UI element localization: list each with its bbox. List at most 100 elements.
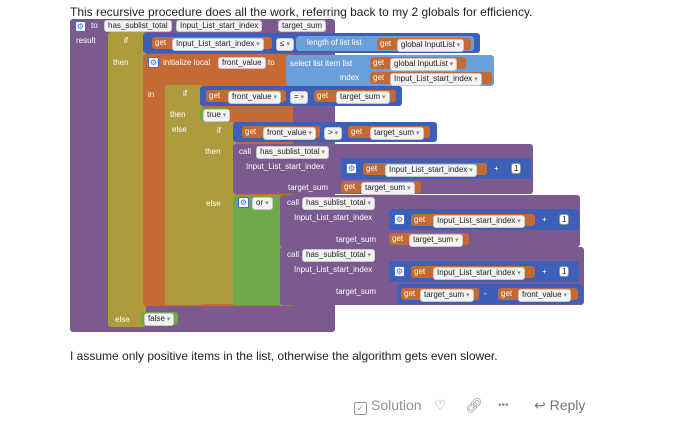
get-keyword: get [155, 38, 167, 47]
call-label: call [287, 198, 300, 207]
get-keyword: get [392, 234, 404, 243]
or-operator[interactable]: or [252, 197, 273, 210]
var-start-index[interactable]: Input_List_start_index [385, 164, 477, 177]
index-label: index [340, 73, 360, 82]
get-keyword: get [501, 289, 513, 298]
mutator-gear-icon: ⚙ [394, 266, 405, 277]
var-front-value[interactable]: front_value [263, 127, 317, 140]
initialize-local-label: initialize local [163, 58, 211, 67]
solution-label: Solution [371, 397, 422, 413]
gt-operator[interactable]: > [324, 127, 343, 140]
get-keyword: get [209, 91, 221, 100]
var-global-inputlist[interactable]: global InputList [390, 58, 458, 71]
get-keyword: get [404, 289, 416, 298]
mutator-gear-icon: ⚙ [238, 197, 249, 208]
mutator-gear-icon: ⚙ [75, 21, 86, 32]
else-label: else [172, 125, 187, 134]
mutator-gear-icon: ⚙ [346, 163, 357, 174]
plus-operator: + [494, 164, 499, 173]
select-list-item-label: select list item list [290, 59, 353, 68]
call-proc-name[interactable]: has_sublist_total [256, 146, 330, 159]
var-start-index[interactable]: Input_List_start_index [433, 215, 525, 228]
var-start-index[interactable]: Input_List_start_index [172, 38, 264, 51]
call-proc-name[interactable]: has_sublist_total [302, 197, 376, 210]
arg-start-index-label: Input_List_start_index [294, 213, 373, 222]
param-target-sum[interactable]: target_sum [278, 20, 327, 32]
get-keyword: get [373, 58, 385, 67]
get-keyword: get [344, 182, 356, 191]
number-one[interactable]: 1 [559, 214, 570, 225]
arg-start-index-label: Input_List_start_index [294, 265, 373, 274]
local-front-value-field[interactable]: front_value [218, 57, 266, 69]
var-target-sum[interactable]: target_sum [336, 91, 390, 104]
link-icon: 🔗︎ [465, 397, 483, 413]
get-keyword: get [414, 267, 426, 276]
number-one[interactable]: 1 [511, 163, 522, 174]
else-label: else [115, 315, 130, 324]
or-block [233, 195, 283, 305]
result-label: result [76, 36, 96, 45]
if-label: if [183, 89, 187, 98]
call-label: call [239, 147, 252, 156]
to-keyword: to [91, 21, 98, 30]
var-target-sum[interactable]: target_sum [370, 127, 424, 140]
get-keyword: get [380, 39, 392, 48]
if-label: if [124, 36, 128, 45]
if-label: if [217, 126, 221, 135]
arg-target-sum-label: target_sum [288, 183, 329, 192]
reply-label: Reply [549, 397, 586, 413]
then-label: then [113, 58, 129, 67]
to-kw-label: to [268, 58, 275, 67]
var-front-value[interactable]: front_value [228, 91, 282, 104]
mutator-gear-icon: ⚙ [394, 214, 405, 225]
post-intro-text: This recursive procedure does all the wo… [70, 5, 533, 19]
solution-button[interactable]: ✓ Solution [354, 397, 422, 415]
var-target-sum[interactable]: target_sum [361, 182, 415, 195]
get-keyword: get [351, 127, 363, 136]
arg-start-index-label: Input_List_start_index [246, 162, 325, 171]
get-keyword: get [373, 73, 385, 82]
inner-if-block [165, 85, 203, 305]
mutator-gear-icon: ⚙ [148, 57, 159, 68]
var-target-sum[interactable]: target_sum [420, 289, 474, 302]
post-outro-text: I assume only positive items in the list… [70, 349, 498, 363]
more-button[interactable]: ••• [498, 400, 509, 411]
true-value[interactable]: true [203, 109, 231, 122]
get-keyword: get [317, 91, 329, 100]
innermost-if-block [200, 122, 236, 304]
reply-button[interactable]: ↩ Reply [534, 397, 585, 414]
then-label: then [170, 110, 186, 119]
get-keyword: get [366, 164, 378, 173]
length-of-list-label: length of list list [307, 38, 362, 47]
in-label: in [148, 90, 155, 99]
var-start-index[interactable]: Input_List_start_index [433, 267, 525, 280]
arg-target-sum-label: target_sum [336, 235, 377, 244]
heart-icon: ♡ [434, 397, 447, 413]
eq-operator[interactable]: = [290, 91, 309, 104]
minus-operator: - [484, 289, 487, 298]
like-button[interactable]: ♡ [434, 397, 447, 414]
false-value[interactable]: false [144, 313, 175, 326]
param-start-index[interactable]: Input_List_start_index [176, 20, 263, 32]
var-start-index[interactable]: Input_List_start_index [390, 73, 482, 86]
call-proc-name[interactable]: has_sublist_total [302, 249, 376, 262]
more-icon: ••• [498, 400, 509, 411]
lte-operator[interactable]: ≤ [276, 38, 294, 51]
checkbox-icon: ✓ [354, 402, 367, 415]
procedure-name-field[interactable]: has_sublist_total [104, 20, 172, 32]
number-one[interactable]: 1 [559, 266, 570, 277]
else-label: else [206, 199, 221, 208]
reply-icon: ↩ [534, 397, 546, 413]
var-front-value[interactable]: front_value [518, 289, 572, 302]
var-target-sum[interactable]: target_sum [409, 234, 463, 247]
var-global-inputlist[interactable]: global InputList [397, 39, 465, 52]
plus-operator: + [542, 215, 547, 224]
then-label: then [205, 147, 221, 156]
get-keyword: get [414, 215, 426, 224]
arg-target-sum-label: target_sum [336, 287, 377, 296]
get-keyword: get [245, 127, 257, 136]
share-link-button[interactable]: 🔗︎ [465, 397, 483, 414]
outer-if-block [108, 32, 146, 327]
call-label: call [287, 250, 300, 259]
plus-operator: + [542, 267, 547, 276]
